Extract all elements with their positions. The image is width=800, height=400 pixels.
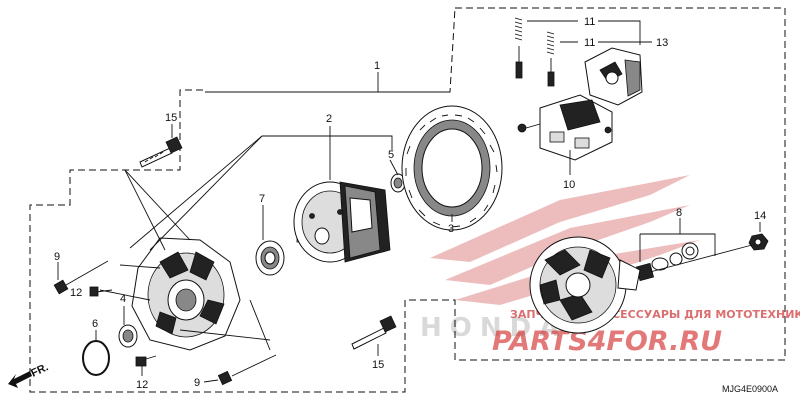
- callout-4: 4: [120, 293, 126, 305]
- callout-10: 10: [563, 179, 575, 191]
- front-cover-left: [131, 237, 241, 351]
- flange-bolt-15-upper: [139, 136, 183, 168]
- callout-1: 1: [374, 60, 380, 72]
- flange-bolt-15-lower: [351, 315, 397, 350]
- callout-14: 14: [754, 210, 766, 222]
- brush-holder-13: [584, 47, 643, 106]
- brush-spring-11b: [546, 31, 555, 87]
- bearing-4: [118, 324, 138, 348]
- callout-12-upper: 12: [70, 287, 82, 299]
- callout-8: 8: [676, 207, 682, 219]
- callout-6: 6: [92, 318, 98, 330]
- nut-14: [748, 233, 769, 251]
- leader-lines: [99, 135, 393, 351]
- callout-11-lower: 11: [584, 37, 595, 49]
- o-ring-6: [82, 340, 110, 376]
- callout-9-upper: 9: [54, 251, 60, 263]
- callout-3: 3: [448, 223, 454, 235]
- diagram-code: MJG4E0900A: [722, 384, 778, 394]
- direction-label: FR.: [29, 361, 50, 379]
- honda-logo-text: HONDA: [420, 313, 567, 343]
- rotor-2: [293, 181, 391, 263]
- callout-15-lower: 15: [372, 359, 384, 371]
- bearing-7: [255, 240, 285, 276]
- callout-12-lower: 12: [136, 379, 148, 391]
- callout-13: 13: [656, 37, 668, 49]
- callout-7: 7: [259, 193, 265, 205]
- through-bolt-9-lower: [217, 354, 277, 386]
- terminal-kit-8: [635, 242, 699, 282]
- through-bolt-9-upper: [53, 260, 109, 295]
- stator-3: [401, 105, 503, 231]
- watermark-brand: PARTS4FOR.RU: [492, 326, 722, 357]
- bolt-12-lower: [135, 355, 157, 367]
- callout-9-lower: 9: [194, 377, 200, 389]
- callout-11-upper: 11: [584, 16, 595, 28]
- bearing-5: [390, 173, 406, 193]
- rear-cover-right: [529, 236, 641, 334]
- callout-15-upper: 15: [165, 112, 177, 124]
- callout-2: 2: [326, 113, 332, 125]
- assembly-outline: [29, 7, 786, 393]
- callout-5: 5: [388, 149, 394, 161]
- rectifier-10: [517, 94, 613, 161]
- front-direction-arrow-icon: [8, 371, 32, 388]
- brush-spring-11a: [514, 17, 523, 79]
